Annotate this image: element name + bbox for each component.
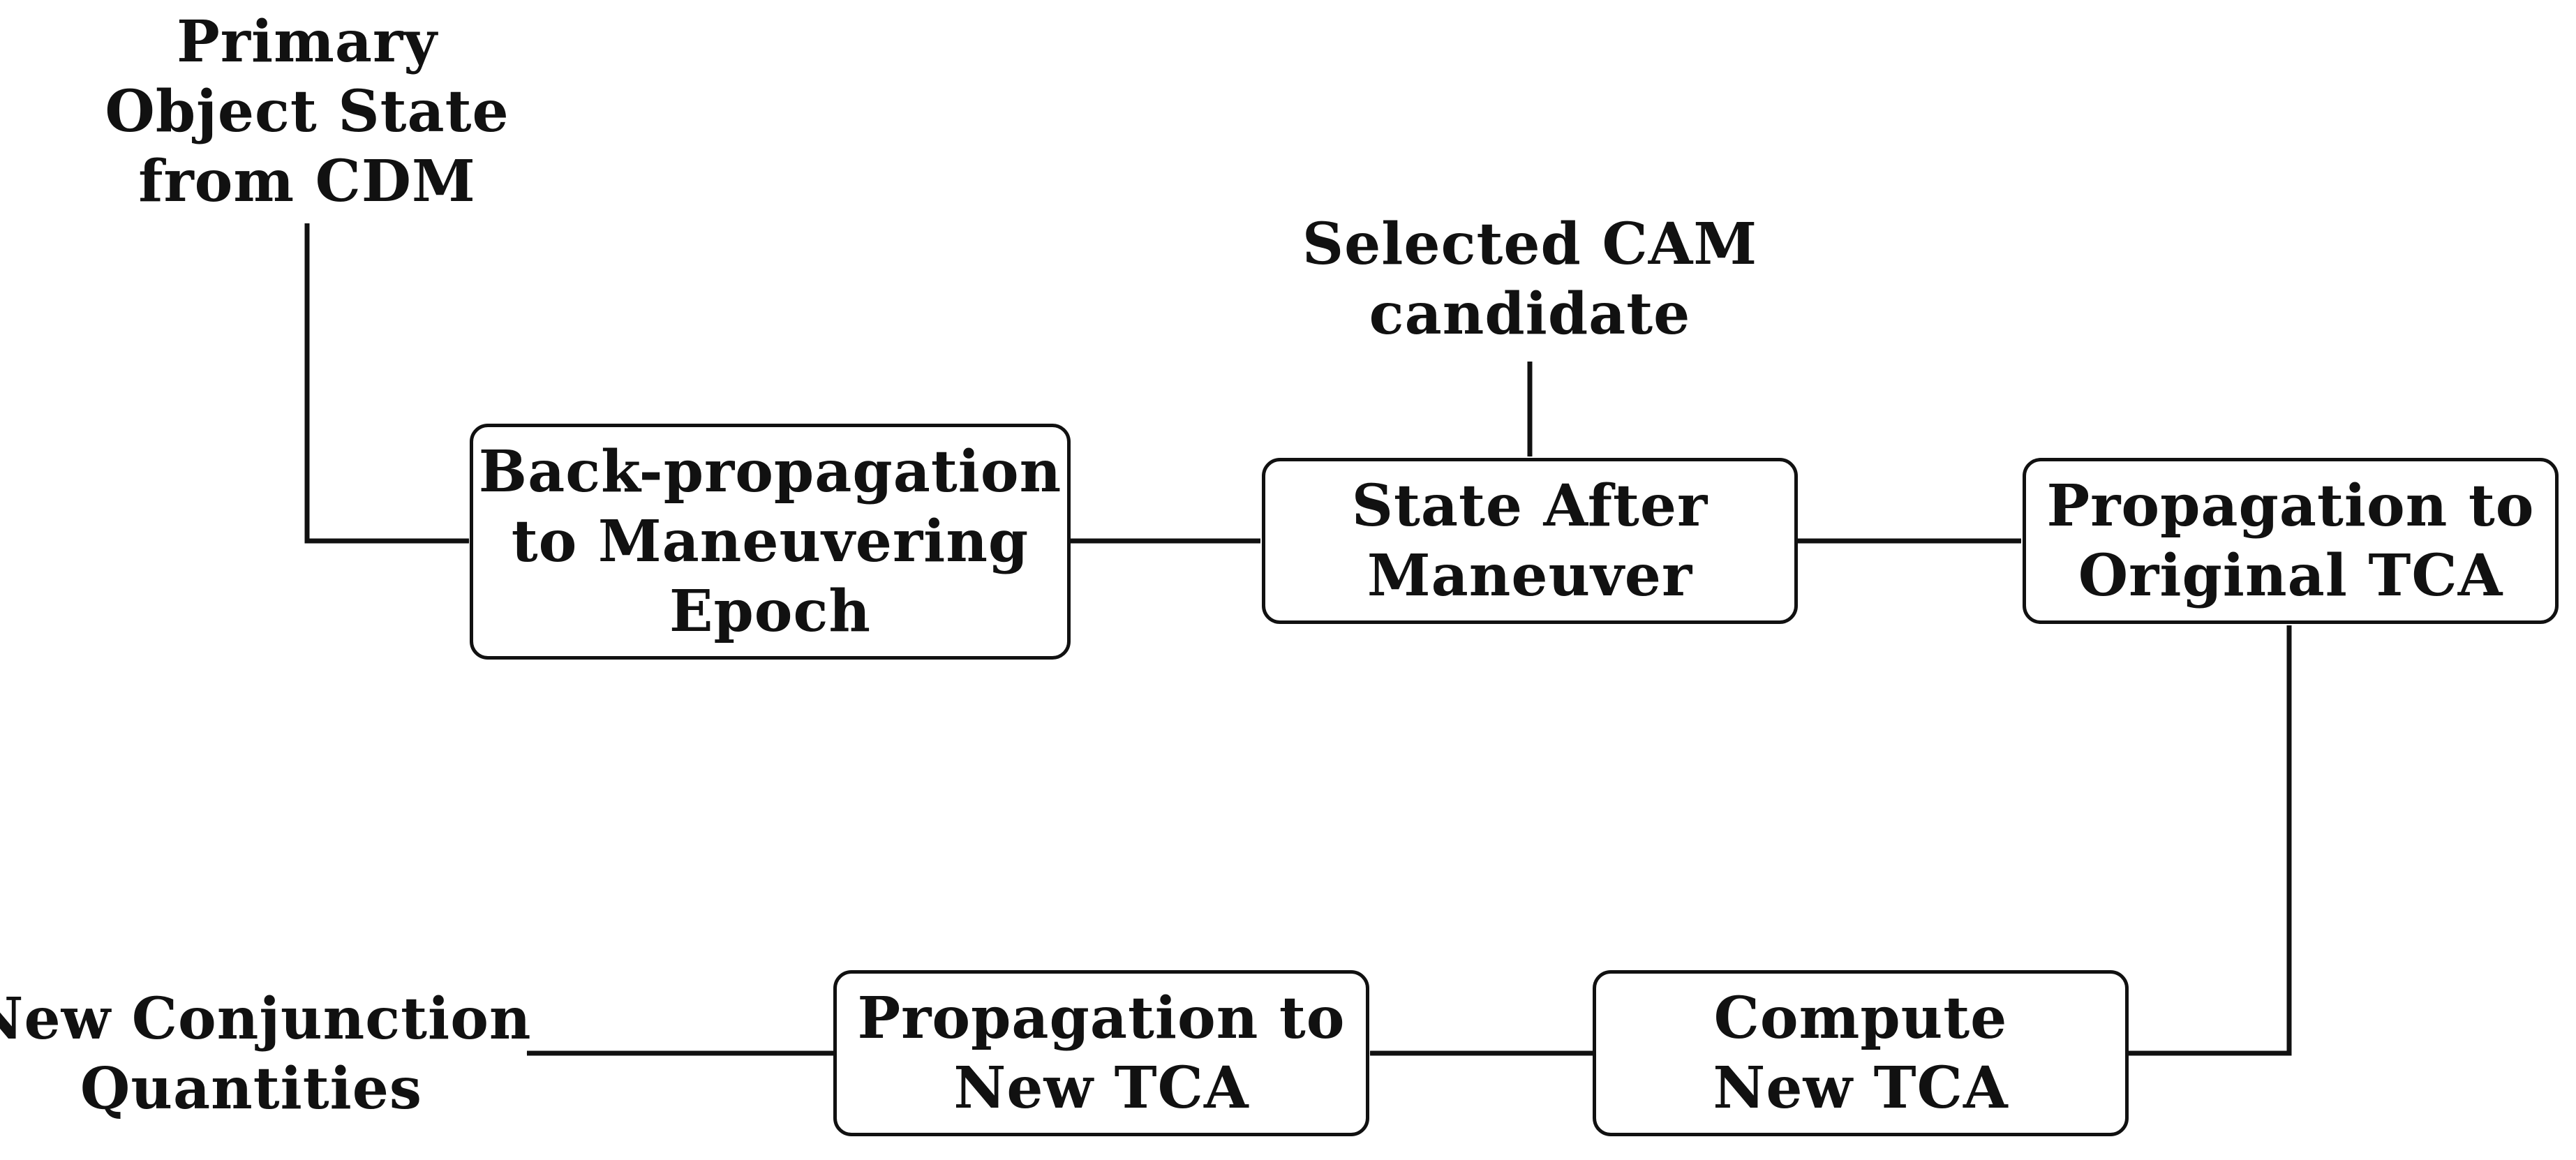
- compute-new-tca-box: Compute New TCA: [1593, 970, 2129, 1136]
- box-line: Epoch: [669, 578, 872, 645]
- box-line: New TCA: [1713, 1055, 2009, 1122]
- arrow-prop-original-to-compute: [2127, 625, 2292, 1056]
- backprop-maneuvering-epoch-box: Back-propagation to Maneuvering Epoch: [470, 424, 1071, 660]
- box-line: Propagation to: [2046, 473, 2535, 540]
- primary-object-state-label: Primary Object State from CDM: [105, 7, 508, 216]
- label-line: Primary: [177, 8, 438, 75]
- propagation-new-tca-box: Propagation to New TCA: [833, 970, 1369, 1136]
- label-line: New Conjunction: [0, 986, 532, 1053]
- box-line: New TCA: [953, 1055, 1249, 1122]
- box-line: Propagation to: [857, 985, 1346, 1052]
- box-line: State After: [1351, 473, 1708, 540]
- label-line: Quantities: [80, 1055, 423, 1122]
- box-line: Compute: [1713, 985, 2008, 1052]
- propagation-original-tca-box: Propagation to Original TCA: [2023, 458, 2559, 624]
- box-line: Maneuver: [1367, 542, 1693, 609]
- label-line: from CDM: [138, 148, 476, 215]
- box-line: Back-propagation: [478, 438, 1062, 505]
- arrow-primary-to-backprop: [304, 223, 470, 544]
- label-line: Object State: [105, 78, 509, 145]
- state-after-maneuver-box: State After Maneuver: [1262, 458, 1798, 624]
- box-line: Original TCA: [2078, 542, 2503, 609]
- label-line: candidate: [1369, 281, 1691, 348]
- box-line: to Maneuvering: [511, 508, 1029, 575]
- new-conjunction-quantities-label: New Conjunction Quantities: [0, 981, 531, 1127]
- selected-cam-candidate-label: Selected CAM candidate: [1298, 206, 1762, 352]
- label-line: Selected CAM: [1302, 211, 1758, 278]
